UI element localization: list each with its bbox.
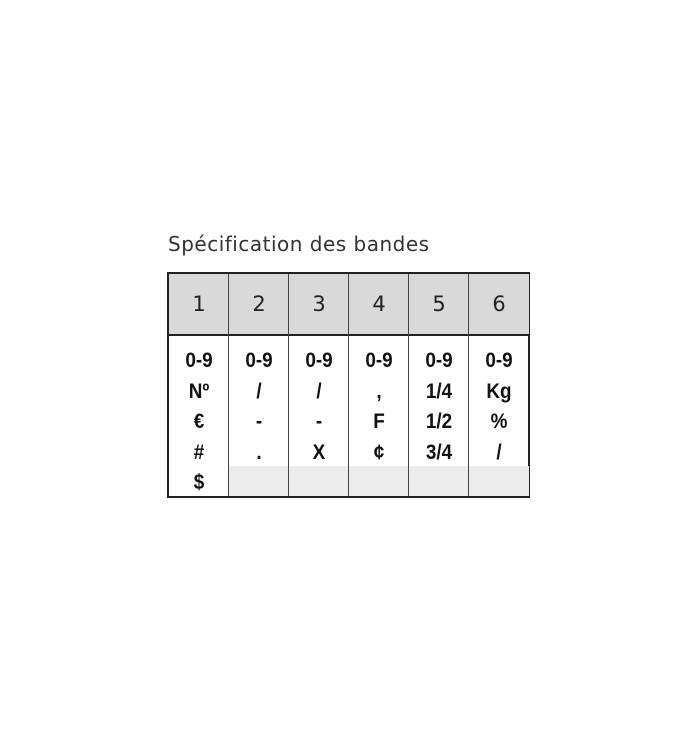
band-character: 1/2 [425, 410, 453, 433]
band-character: 0-9 [365, 349, 393, 372]
band-character: / [256, 379, 262, 403]
band-column-header: 5 [409, 274, 469, 336]
band-character: 0-9 [425, 349, 453, 372]
band-character: . [256, 440, 262, 464]
band-character: 1/4 [425, 379, 453, 403]
band-character: F [373, 410, 385, 433]
band-character: , [376, 379, 382, 403]
band-column-body: 0-9, F ¢ [349, 336, 409, 496]
band-column-header: 1 [169, 274, 229, 336]
band-character: # [193, 440, 205, 464]
band-character: € [193, 410, 205, 433]
band-character: X [312, 440, 326, 464]
band-character: - [315, 410, 323, 433]
band-character: 0-9 [185, 349, 213, 372]
empty-cell [469, 466, 529, 496]
empty-cell [229, 466, 289, 496]
band-character: 0-9 [305, 349, 333, 372]
band-character: Kg [486, 379, 512, 403]
band-character: Nº [188, 379, 210, 403]
band-column-header: 3 [289, 274, 349, 336]
page-title: Spécification des bandes [168, 232, 430, 256]
band-character: 0-9 [245, 349, 273, 372]
band-column-header: 6 [469, 274, 529, 336]
band-character: 0-9 [485, 349, 513, 372]
band-column: 4 0-9, F ¢ [348, 274, 409, 496]
band-character: 3/4 [425, 440, 453, 464]
band-column-body: 0-9 / - X [289, 336, 349, 496]
band-column: 5 0-9 1/4 1/2 3/4 [408, 274, 469, 496]
band-character: - [255, 410, 263, 433]
empty-cell [409, 466, 469, 496]
band-character: $ [193, 471, 205, 494]
band-character: ¢ [373, 440, 385, 464]
band-column-body: 0-9 / -. [229, 336, 289, 496]
band-column: 3 0-9 / - X [288, 274, 349, 496]
band-character: / [496, 440, 502, 464]
band-character: % [490, 410, 508, 433]
band-column-header: 2 [229, 274, 289, 336]
band-column-header: 4 [349, 274, 409, 336]
empty-cell [289, 466, 349, 496]
band-column-body: 0-9 1/4 1/2 3/4 [409, 336, 469, 496]
band-column: 2 0-9 / -. [228, 274, 289, 496]
band-character: / [316, 379, 322, 403]
empty-cell [349, 466, 409, 496]
